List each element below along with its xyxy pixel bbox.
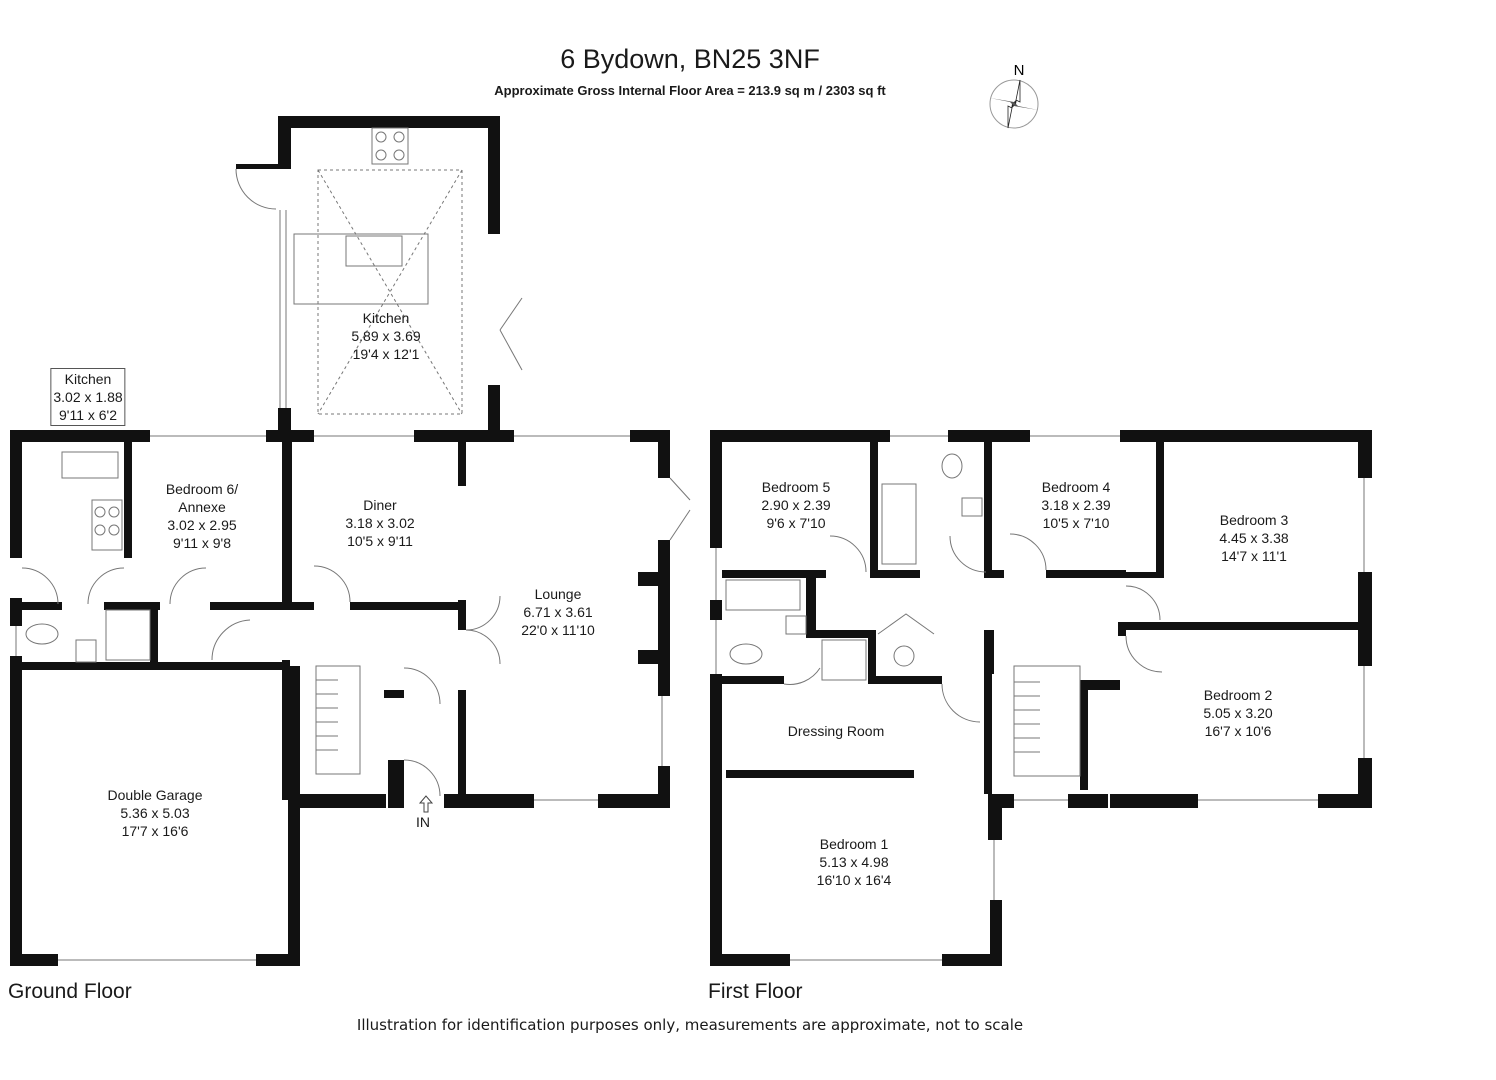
room-imperial: 10'5 x 7'10	[1042, 515, 1110, 531]
first-floor-fixtures	[715, 435, 1365, 961]
room-name: Bedroom 3	[1219, 512, 1289, 528]
room-imperial: 16'10 x 16'4	[816, 872, 892, 888]
room-metric: 5.89 x 3.69	[351, 328, 421, 344]
room-metric: 4.45 x 3.38	[1219, 530, 1289, 546]
room-imperial: 9'6 x 7'10	[766, 515, 826, 531]
entrance-label: IN	[416, 814, 430, 830]
compass-north-label: N	[1014, 62, 1025, 79]
room-bedroom-4: Bedroom 4 3.18 x 2.39 10'5 x 7'10	[1041, 478, 1110, 532]
entrance-arrow-icon	[418, 795, 434, 813]
room-name: Bedroom 4	[1041, 479, 1111, 495]
room-double-garage: Double Garage 5.36 x 5.03 17'7 x 16'6	[108, 786, 203, 840]
first-floor-label: First Floor	[708, 980, 803, 1003]
room-metric: 2.90 x 2.39	[761, 497, 831, 513]
room-metric: 5.05 x 3.20	[1203, 705, 1273, 721]
room-imperial: 17'7 x 16'6	[121, 823, 189, 839]
room-kitchen-main: Kitchen 5.89 x 3.69 19'4 x 12'1	[351, 309, 420, 363]
room-metric: 3.02 x 1.88	[53, 389, 123, 405]
room-name: Bedroom 6/	[165, 481, 239, 497]
room-name: Double Garage	[107, 787, 203, 803]
room-imperial: 16'7 x 10'6	[1204, 723, 1272, 739]
room-bedroom-3: Bedroom 3 4.45 x 3.38 14'7 x 11'1	[1219, 511, 1288, 565]
room-name: Lounge	[534, 586, 582, 602]
compass-rose-icon: N	[989, 62, 1039, 129]
room-name: Bedroom 2	[1203, 687, 1273, 703]
room-name: Dressing Room	[787, 723, 885, 739]
room-name: Kitchen	[362, 310, 410, 326]
room-metric: 6.71 x 3.61	[523, 604, 593, 620]
room-metric: 5.36 x 5.03	[120, 805, 190, 821]
room-name: Bedroom 5	[761, 479, 831, 495]
room-diner: Diner 3.18 x 3.02 10'5 x 9'11	[345, 496, 414, 550]
compass: N	[986, 60, 1042, 132]
room-bedroom-2: Bedroom 2 5.05 x 3.20 16'7 x 10'6	[1203, 686, 1272, 740]
room-kitchen-annexe: Kitchen 3.02 x 1.88 9'11 x 6'2	[50, 368, 126, 426]
floor-area-subtitle: Approximate Gross Internal Floor Area = …	[494, 83, 886, 98]
room-name: Diner	[363, 497, 397, 513]
room-imperial: 9'11 x 6'2	[58, 407, 118, 423]
room-imperial: 14'7 x 11'1	[1221, 548, 1287, 564]
room-imperial: 19'4 x 12'1	[352, 346, 420, 362]
room-name: Bedroom 1	[819, 836, 889, 852]
room-imperial: 22'0 x 11'10	[521, 622, 595, 638]
room-imperial: 9'11 x 9'8	[172, 535, 232, 551]
plan-title: 6 Bydown, BN25 3NF	[560, 44, 820, 74]
room-lounge: Lounge 6.71 x 3.61 22'0 x 11'10	[521, 585, 595, 639]
room-imperial: 10'5 x 9'11	[347, 533, 413, 549]
ground-floor-label: Ground Floor	[8, 980, 132, 1003]
disclaimer-footer: Illustration for identification purposes…	[356, 1016, 1024, 1034]
room-metric: 3.02 x 2.95	[167, 517, 237, 533]
room-bedroom-1: Bedroom 1 5.13 x 4.98 16'10 x 16'4	[817, 835, 892, 889]
room-metric: 3.18 x 2.39	[1041, 497, 1111, 513]
room-metric: 3.18 x 3.02	[345, 515, 415, 531]
ground-floor-walls	[10, 116, 670, 966]
room-bedroom-5: Bedroom 5 2.90 x 2.39 9'6 x 7'10	[761, 478, 830, 532]
room-metric: 5.13 x 4.98	[819, 854, 889, 870]
ground-floor-fixtures	[15, 127, 691, 961]
first-floor-walls	[710, 430, 1372, 966]
room-bedroom-6-annexe: Bedroom 6/ Annexe 3.02 x 2.95 9'11 x 9'8	[166, 480, 238, 552]
room-dressing-room: Dressing Room	[788, 722, 884, 740]
room-name-line-2: Annexe	[178, 499, 226, 515]
room-name: Kitchen	[64, 371, 112, 387]
